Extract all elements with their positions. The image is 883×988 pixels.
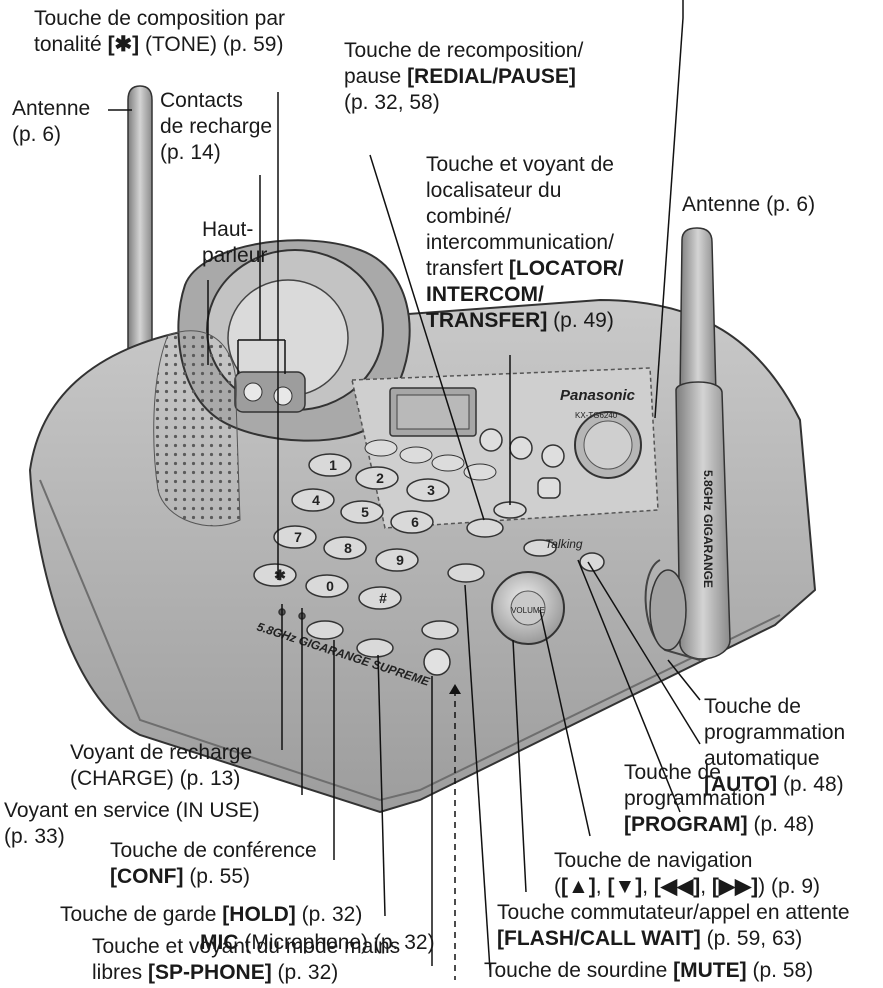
label-redial-key: Touche de recomposition/ pause [REDIAL/P… [344,39,584,114]
mic-arrowhead [449,684,461,694]
svg-text:✱: ✱ [274,567,286,583]
label-auto-key: Touche de programmation automatique [AUT… [704,695,846,796]
base-body [28,239,817,814]
dial-keypad [253,453,450,610]
label-sp-phone-key-lines: Touche et voyant du mode mains [92,935,401,958]
svg-text:VOLUME: VOLUME [511,606,545,615]
leader-lines [108,92,701,971]
svg-text:7: 7 [294,529,302,545]
leader-answering-panel [654,17,684,419]
svg-text:2: 2 [376,470,384,486]
svg-text:#: # [379,590,387,606]
svg-text:5.8GHz GIGARANGE: 5.8GHz GIGARANGE [701,470,715,588]
label-tone-key: Touche de composition par tonalité [✱] (… [34,7,285,56]
svg-text:3: 3 [427,482,435,498]
svg-text:0: 0 [326,578,334,594]
label-antenna-left: Antenne (p. 6) [12,97,91,146]
label-mute-key: Touche de sourdine [MUTE] (p. 58) [484,959,814,982]
left-antenna [127,85,153,381]
label-speaker: Haut- parleur [202,218,268,267]
svg-text:Talking: Talking [545,537,583,551]
label-nav-key: Touche de navigation ([▲], [▼], [◀◀], [▶… [554,849,821,898]
navigation-key: VOLUME [491,571,565,645]
label-sp-phone-key-line2: libres [SP-PHONE] (p. 32) [92,961,339,984]
svg-text:1: 1 [329,457,337,473]
label-hold-key: Touche de garde [HOLD] (p. 32) [60,903,363,926]
svg-text:4: 4 [312,492,320,508]
label-mic: MIC (Microphone) (p. 32) [200,931,435,954]
dial-key-digits: 1 2 3 4 5 6 7 8 9 ✱ 0 # [274,457,435,606]
right-antenna: 5.8GHz GIGARANGE [644,227,731,661]
label-flash-key: Touche commutateur/appel en attente [FLA… [497,901,850,950]
label-in-use-led: Voyant en service (IN USE) (p. 33) [4,799,260,848]
label-program-key: Touche de programmation [PROGRAM] (p. 48… [624,761,815,836]
label-charge-led: Voyant de recharge (CHARGE) (p. 13) [70,741,253,790]
label-conf-key: Touche de conférence [CONF] (p. 55) [110,839,317,888]
svg-text:6: 6 [411,514,419,530]
svg-text:KX-TG6240: KX-TG6240 [575,411,618,420]
svg-text:8: 8 [344,540,352,556]
svg-text:5: 5 [361,504,369,520]
label-locator-key: Touche et voyant de localisateur du comb… [426,153,624,332]
label-charge-contacts: Contacts de recharge (p. 14) [160,89,273,164]
svg-text:9: 9 [396,552,404,568]
svg-text:Panasonic: Panasonic [560,387,636,404]
label-antenna-right: Antenne (p. 6) [682,193,816,216]
